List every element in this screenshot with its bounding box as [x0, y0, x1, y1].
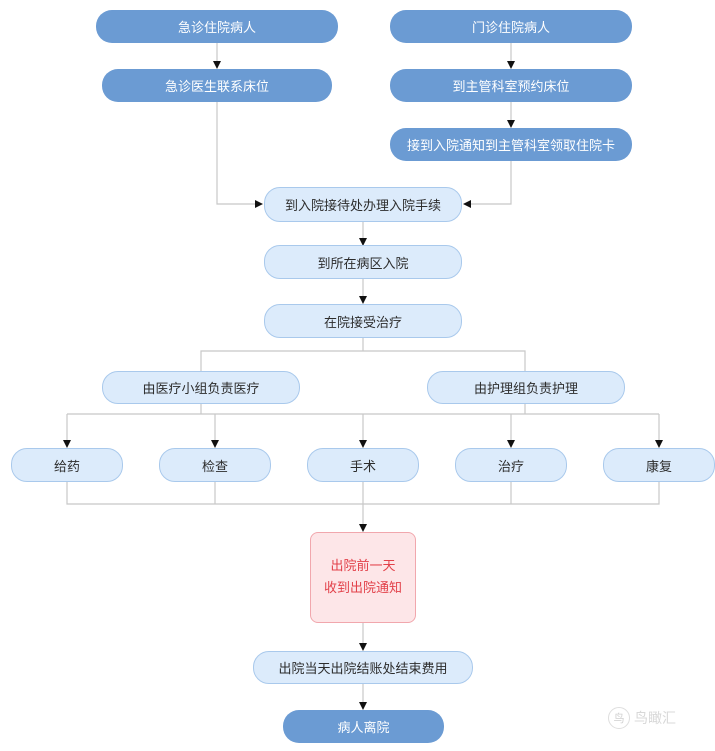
discharge-notice-line1: 出院前一天: [330, 558, 396, 574]
node-patient-discharge: 病人离院: [283, 710, 444, 743]
node-settle-fees: 出院当天出院结账处结束费用: [253, 651, 473, 684]
discharge-notice-line2: 收到出院通知: [323, 580, 402, 596]
node-receive-notice-get-card: 接到入院通知到主管科室领取住院卡: [390, 128, 632, 161]
connector-teams-bus: [67, 404, 659, 415]
node-outpatient-patient: 门诊住院病人: [390, 10, 632, 43]
connector-treatment-branch: [200, 338, 526, 371]
connector-tasks-merge: [66, 482, 660, 505]
node-nursing-team: 由护理组负责护理: [427, 371, 625, 404]
node-rehabilitation: 康复: [603, 448, 715, 482]
node-receive-treatment: 在院接受治疗: [264, 304, 462, 338]
node-go-to-ward: 到所在病区入院: [264, 245, 462, 279]
node-medicine: 给药: [11, 448, 123, 482]
node-emergency-doctor-contact-bed: 急诊医生联系床位: [102, 69, 332, 102]
node-surgery: 手术: [307, 448, 419, 482]
node-therapy: 治疗: [455, 448, 567, 482]
node-examination: 检查: [159, 448, 271, 482]
node-admission-procedures: 到入院接待处办理入院手续: [264, 187, 462, 222]
node-medical-team: 由医疗小组负责医疗: [102, 371, 300, 404]
watermark-logo-icon: 鸟: [608, 707, 630, 729]
connector-card-to-admission: [463, 161, 512, 208]
connector-doctor-to-admission: [216, 102, 263, 208]
node-dept-reserve-bed: 到主管科室预约床位: [390, 69, 632, 102]
watermark-text: 鸟瞰汇: [634, 711, 676, 727]
node-discharge-notice: 出院前一天 收到出院通知: [310, 532, 416, 623]
watermark: 鸟 鸟瞰汇: [608, 703, 708, 733]
node-emergency-patient: 急诊住院病人: [96, 10, 338, 43]
